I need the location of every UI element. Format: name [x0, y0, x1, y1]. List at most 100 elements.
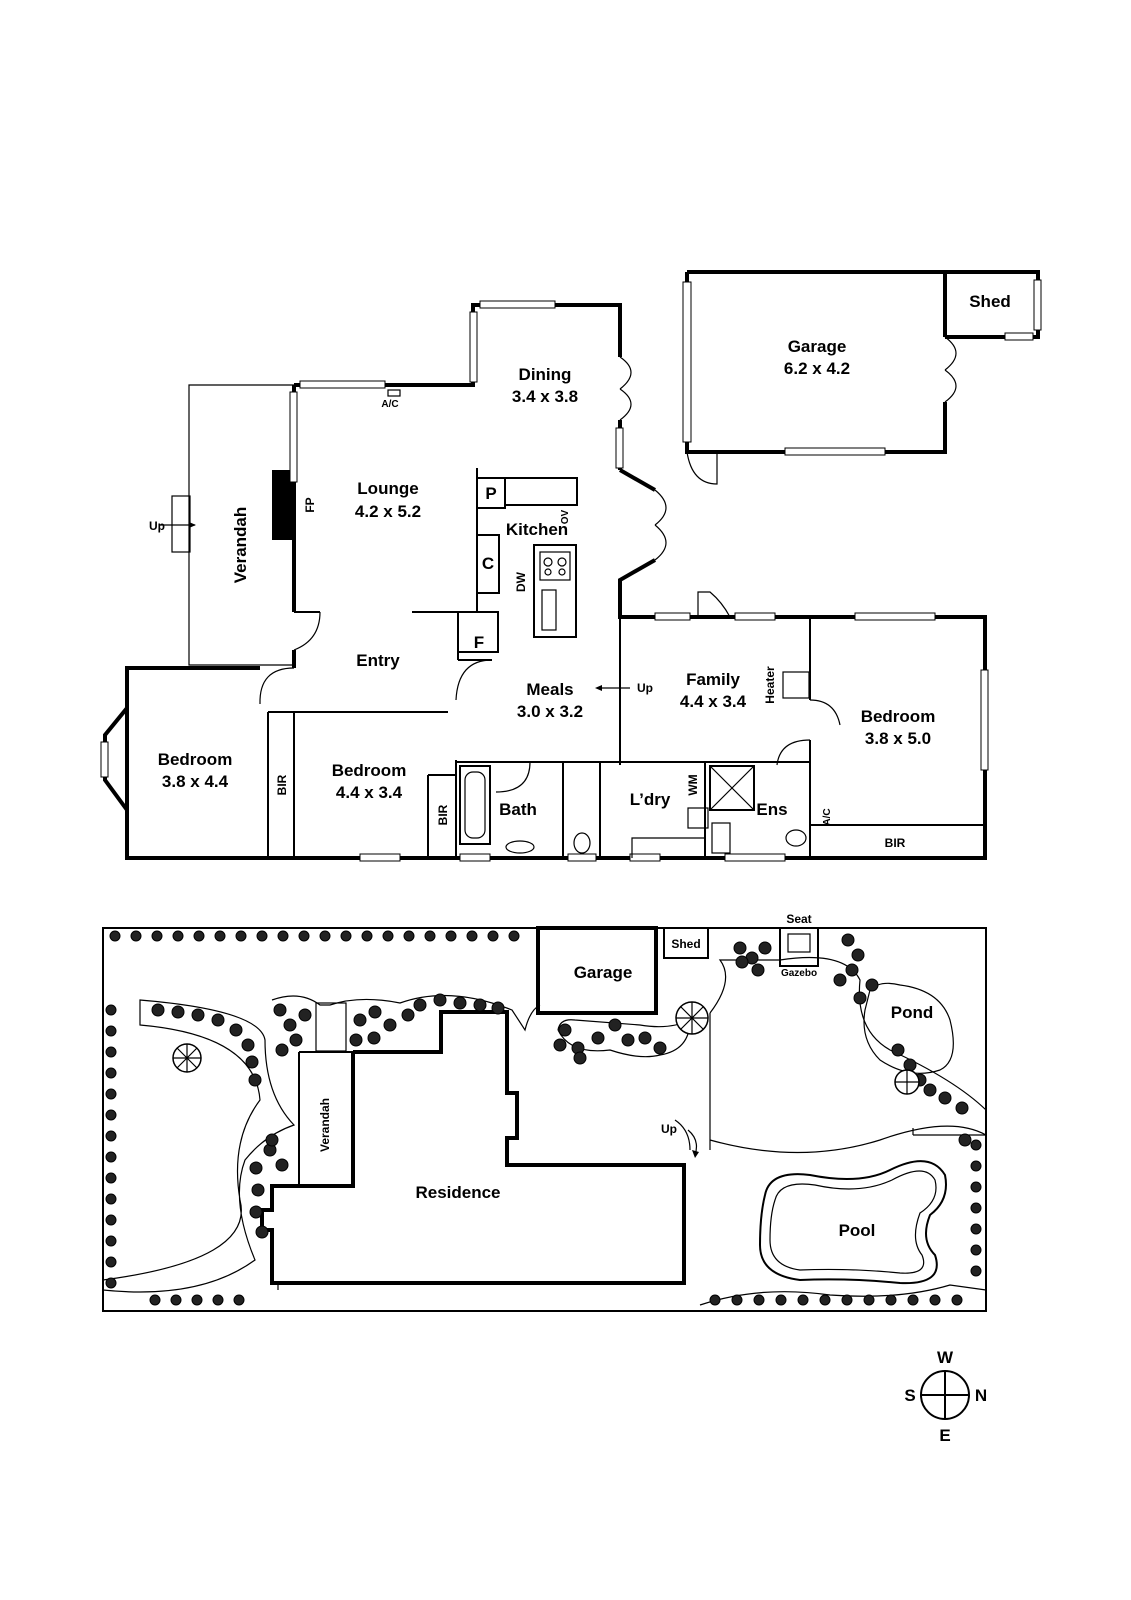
tree [382, 930, 394, 942]
room-name-garage: Garage [788, 337, 847, 356]
site-verandah-label: Verandah [318, 1098, 332, 1152]
tree [970, 1139, 982, 1151]
tree [275, 1158, 289, 1172]
window [100, 741, 109, 778]
tree [245, 1055, 259, 1069]
garden-path [102, 999, 296, 1293]
room-name-shed: Shed [969, 292, 1011, 311]
tree [970, 1160, 982, 1172]
tree [403, 930, 415, 942]
cupboard-label: C [482, 554, 494, 573]
site-seat-label: Seat [786, 912, 811, 926]
room-name-bedroom-mid: Bedroom [332, 761, 407, 780]
basin [505, 840, 535, 854]
tree [638, 1031, 652, 1045]
tree [903, 1058, 917, 1072]
site-gazebo [779, 927, 819, 967]
site-residence-label: Residence [415, 1183, 500, 1202]
tree [709, 1294, 721, 1306]
verandah-step [171, 495, 191, 553]
tree [845, 963, 859, 977]
bir-left-label: BIR [275, 774, 289, 795]
window [299, 380, 386, 389]
tree [466, 930, 478, 942]
tree [149, 1294, 161, 1306]
washing-machine-label: WM [686, 774, 700, 795]
site-pool [758, 1160, 947, 1285]
bathtub [459, 765, 491, 845]
ac-ensuite-label: A/C [822, 808, 833, 825]
tree [109, 930, 121, 942]
heater-label: Heater [763, 666, 777, 704]
bedroom-main-door [776, 699, 841, 766]
kitchen-french-door [654, 489, 667, 561]
tree [841, 1294, 853, 1306]
tree [151, 930, 163, 942]
room-name-entry: Entry [356, 651, 400, 670]
tree [105, 1088, 117, 1100]
tree [241, 1038, 255, 1052]
tree [733, 941, 747, 955]
window [1004, 332, 1034, 341]
garage-side-door [944, 336, 957, 403]
tree [653, 1041, 667, 1055]
tree [929, 1294, 941, 1306]
site-verandah [298, 1051, 354, 1187]
compass-east: E [939, 1426, 950, 1445]
garden-bed [557, 1019, 691, 1058]
window [654, 612, 691, 621]
bir-main-label: BIR [885, 836, 906, 850]
window [980, 669, 989, 771]
site-boundary [102, 927, 987, 1312]
window [459, 853, 491, 862]
toilet [573, 832, 591, 854]
room-dims-bedroom-main: 3.8 x 5.0 [865, 729, 931, 748]
tree [105, 1256, 117, 1268]
tree [491, 1001, 505, 1015]
window [854, 612, 936, 621]
tree [191, 1008, 205, 1022]
compass-south: S [904, 1386, 915, 1405]
room-name-bath: Bath [499, 800, 537, 819]
tree [289, 1033, 303, 1047]
washing-machine [687, 807, 709, 829]
tree [775, 1294, 787, 1306]
kitchen-island [533, 544, 577, 638]
window [784, 447, 886, 456]
room-dims-meals: 3.0 x 3.2 [517, 702, 583, 721]
tree [863, 1294, 875, 1306]
tree [970, 1244, 982, 1256]
tree [275, 1043, 289, 1057]
tree [453, 996, 467, 1010]
laundry-bench [631, 837, 705, 858]
room-name-lounge: Lounge [357, 479, 418, 498]
tree [105, 1067, 117, 1079]
tree [970, 1181, 982, 1193]
tree [958, 1133, 972, 1147]
tree [955, 1101, 969, 1115]
tree [214, 930, 226, 942]
window [724, 853, 786, 862]
tree [361, 930, 373, 942]
room-name-verandah: Verandah [231, 507, 250, 584]
tree [970, 1223, 982, 1235]
tree [105, 1151, 117, 1163]
room-dims-dining: 3.4 x 3.8 [512, 387, 578, 406]
tree [891, 1043, 905, 1057]
tree [841, 933, 855, 947]
tree [591, 1031, 605, 1045]
tree [367, 1031, 381, 1045]
site-pond [863, 982, 954, 1074]
room-dims-bedroom-mid: 4.4 x 3.4 [336, 783, 403, 802]
tree [105, 1130, 117, 1142]
tree [151, 1003, 165, 1017]
tree [353, 1013, 367, 1027]
tree [383, 1018, 397, 1032]
site-garage [536, 926, 658, 1015]
window [734, 612, 776, 621]
tree [130, 930, 142, 942]
tree [319, 930, 331, 942]
tree [105, 1172, 117, 1184]
tree [907, 1294, 919, 1306]
tree [751, 963, 765, 977]
